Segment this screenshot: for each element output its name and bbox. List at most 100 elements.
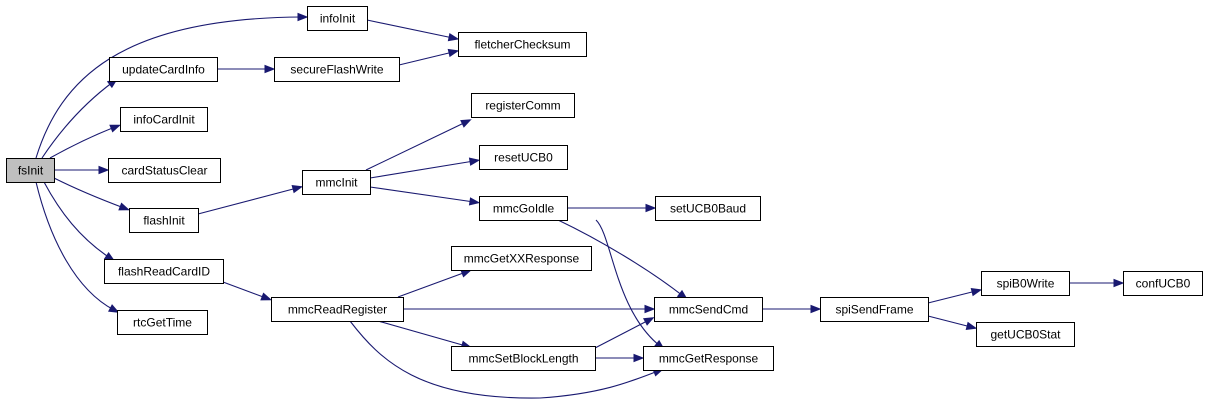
node-mmcreadregister[interactable]: mmcReadRegister [271,297,404,322]
edge-spisendframe-to-spib0write [927,288,983,304]
node-mmcgetxxresponse[interactable]: mmcGetXXResponse [451,246,592,271]
arrowhead [965,321,978,330]
node-label: secureFlashWrite [290,63,383,77]
edge-mmcsendcmd-to-spisendframe [762,304,822,314]
node-label: updateCardInfo [122,63,205,77]
edge-line [377,320,467,347]
edge-line [369,186,475,203]
node-label: flashInit [143,214,185,228]
node-label: mmcGetXXResponse [464,252,580,266]
node-label: fsInit [18,164,44,178]
arrowhead [109,124,121,133]
node-rtcgettime[interactable]: rtcGetTime [117,310,208,335]
node-label: rtcGetTime [133,316,192,330]
edge-line [397,271,467,298]
node-updatecardinfo[interactable]: updateCardInfo [109,57,218,82]
node-label: mmcReadRegister [288,303,387,317]
node-mmcinit[interactable]: mmcInit [302,170,371,195]
node-label: infoCardInit [133,113,195,127]
edge-line [35,16,303,159]
edge-mmcinit-to-resetucb0 [369,157,481,179]
edge-flashreadcardid-to-mmcreadregister [222,281,272,301]
edge-line [927,315,972,328]
edge-line [53,177,125,209]
edge-mmcreadregister-to-mmcsendcmd [403,304,656,314]
arrowhead [264,64,276,74]
node-flashreadcardid[interactable]: flashReadCardID [104,259,224,284]
edge-spisendframe-to-getucb0stat [927,315,978,330]
edge-line [398,51,454,66]
node-fletcherchecksum[interactable]: fletcherChecksum [458,32,587,57]
edge-line [927,290,977,304]
edge-line [35,181,115,311]
edge-mmcsetblocklength-to-mmcsendcmd [594,317,655,349]
edge-fsinit-to-flashinit [53,177,130,211]
node-label: mmcGetResponse [659,352,759,366]
edge-fsinit-to-infoinit [35,12,309,159]
node-mmcsetblocklength[interactable]: mmcSetBlockLength [451,346,596,371]
arrowhead [643,317,655,326]
node-cardstatusclear[interactable]: cardStatusClear [108,158,221,183]
edge-fsinit-to-cardstatusclear [54,165,110,175]
edge-fsinit-to-rtcgettime [35,181,120,313]
node-label: mmcSetBlockLength [468,352,578,366]
node-label: resetUCB0 [494,151,553,165]
node-mmcgetresponse[interactable]: mmcGetResponse [643,346,774,371]
arrowhead [645,203,657,213]
arrowhead [810,304,822,314]
node-spib0write[interactable]: spiB0Write [981,271,1070,296]
edge-line [222,281,267,299]
edge-mmcreadregister-to-mmcgetxxresponse [397,269,472,298]
edge-line [43,181,111,259]
edge-line [41,81,114,159]
node-setucb0baud[interactable]: setUCB0Baud [655,196,761,221]
node-label: confUCB0 [1136,277,1191,291]
edge-secureflashwrite-to-fletcherchecksum [398,48,460,66]
edge-infoinit-to-fletcherchecksum [366,19,460,42]
call-edges [35,12,1125,399]
arrowhead [297,12,309,22]
arrowhead [118,202,130,211]
node-infoinit[interactable]: infoInit [307,6,368,31]
edge-mmcinit-to-mmcgoidle [369,186,481,206]
edge-line [349,320,659,399]
node-getucb0stat[interactable]: getUCB0Stat [976,322,1075,347]
node-infocardinit[interactable]: infoCardInit [120,107,208,132]
node-label: spiSendFrame [835,303,913,317]
edge-line [595,219,661,347]
node-label: registerComm [485,99,560,113]
arrowhead [447,32,460,42]
node-mmcsendcmd[interactable]: mmcSendCmd [654,297,763,322]
arrowhead [291,185,304,194]
edge-updatecardinfo-to-secureflashwrite [217,64,276,74]
node-secureflashwrite[interactable]: secureFlashWrite [274,57,400,82]
node-label: flashReadCardID [118,265,210,279]
node-flashinit[interactable]: flashInit [129,208,199,233]
arrowhead [460,269,472,278]
arrowhead [260,292,272,301]
node-confucb0[interactable]: confUCB0 [1123,271,1203,296]
node-label: mmcInit [316,176,359,190]
edge-spib0write-to-confucb0 [1069,278,1125,288]
node-label: getUCB0Stat [990,328,1061,342]
arrowhead [460,119,472,128]
node-mmcgoidle[interactable]: mmcGoIdle [479,196,568,221]
node-label: infoInit [320,12,356,26]
edge-mmcinit-to-registercomm [365,119,472,171]
edge-line [557,219,684,297]
node-registercomm[interactable]: registerComm [471,93,575,118]
node-resetucb0[interactable]: resetUCB0 [479,145,568,170]
node-label: mmcSendCmd [669,303,748,317]
node-spisendframe[interactable]: spiSendFrame [820,297,929,322]
edge-line [49,126,116,159]
arrowhead [644,304,656,314]
edge-line [594,319,650,349]
arrowhead [108,304,120,313]
edge-line [197,187,298,215]
node-label: cardStatusClear [121,164,207,178]
node-label: spiB0Write [997,277,1055,291]
node-fsinit[interactable]: fsInit [6,158,55,183]
edge-fsinit-to-flashreadcardid [43,181,116,262]
edge-flashinit-to-mmcinit [197,185,304,215]
